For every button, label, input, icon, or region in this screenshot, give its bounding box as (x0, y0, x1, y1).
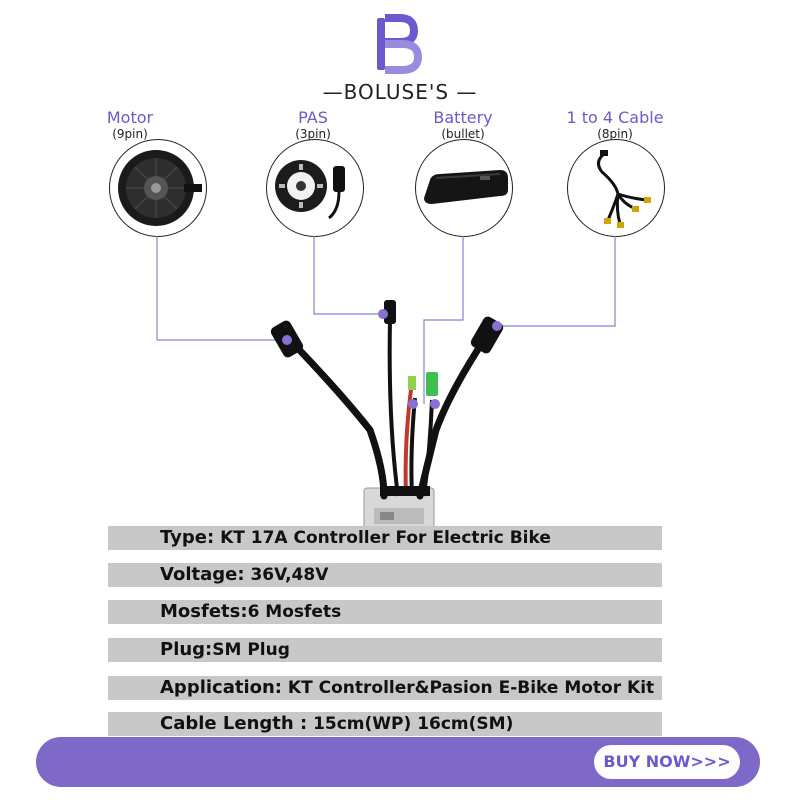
component-label-pas: PAS (298, 108, 328, 127)
connector-dot-battery-1 (408, 399, 418, 409)
battery-icon (415, 139, 513, 237)
spec-value: KT Controller&Pasion E-Bike Motor Kit (282, 678, 655, 698)
component-pin-cable: (8pin) (597, 127, 633, 141)
component-pin-motor: (9pin) (112, 127, 148, 141)
brand-logo-mark-icon (377, 14, 423, 74)
spec-value: 15cm(WP) 16cm(SM) (307, 714, 514, 734)
spec-key: Cable Length : (160, 713, 308, 734)
spec-key: Mosfets: (160, 601, 248, 622)
brand-logo (0, 14, 800, 81)
spec-row-cable-length: Cable Length : 15cm(WP) 16cm(SM) (108, 712, 662, 736)
controller-wiring-diagram (156, 236, 616, 533)
connector-dot-battery-2 (430, 399, 440, 409)
spec-row-plug: Plug:SM Plug (108, 638, 662, 662)
pas-sensor-icon (266, 139, 364, 237)
component-label-cable: 1 to 4 Cable (566, 108, 664, 127)
spec-row-type: Type: KT 17A Controller For Electric Bik… (108, 526, 662, 550)
hub-motor-icon (109, 139, 207, 237)
buy-now-button[interactable]: BUY NOW>>> (594, 745, 740, 779)
component-label-battery: Battery (433, 108, 493, 127)
cable-icon (567, 139, 665, 237)
component-pin-battery: (bullet) (441, 127, 485, 141)
spec-key: Voltage: (160, 564, 245, 585)
spec-key: Plug: (160, 639, 213, 660)
component-pin-pas: (3pin) (295, 127, 331, 141)
spec-value: SM Plug (212, 640, 290, 660)
brand-name: —BOLUSE'S — (322, 80, 478, 104)
connector-dot-cable (492, 321, 502, 331)
spec-key: Type: (160, 527, 215, 548)
spec-value: 36V,48V (244, 565, 329, 585)
spec-key: Application: (160, 677, 283, 698)
spec-row-mosfets: Mosfets:6 Mosfets (108, 600, 662, 624)
spec-row-application: Application: KT Controller&Pasion E-Bike… (108, 676, 662, 700)
connector-dot-pas (378, 309, 388, 319)
spec-value: KT 17A Controller For Electric Bike (214, 528, 551, 548)
component-label-motor: Motor (106, 108, 154, 127)
spec-row-voltage: Voltage: 36V,48V (108, 563, 662, 587)
connector-dot-motor (282, 335, 292, 345)
spec-value: 6 Mosfets (247, 602, 342, 622)
